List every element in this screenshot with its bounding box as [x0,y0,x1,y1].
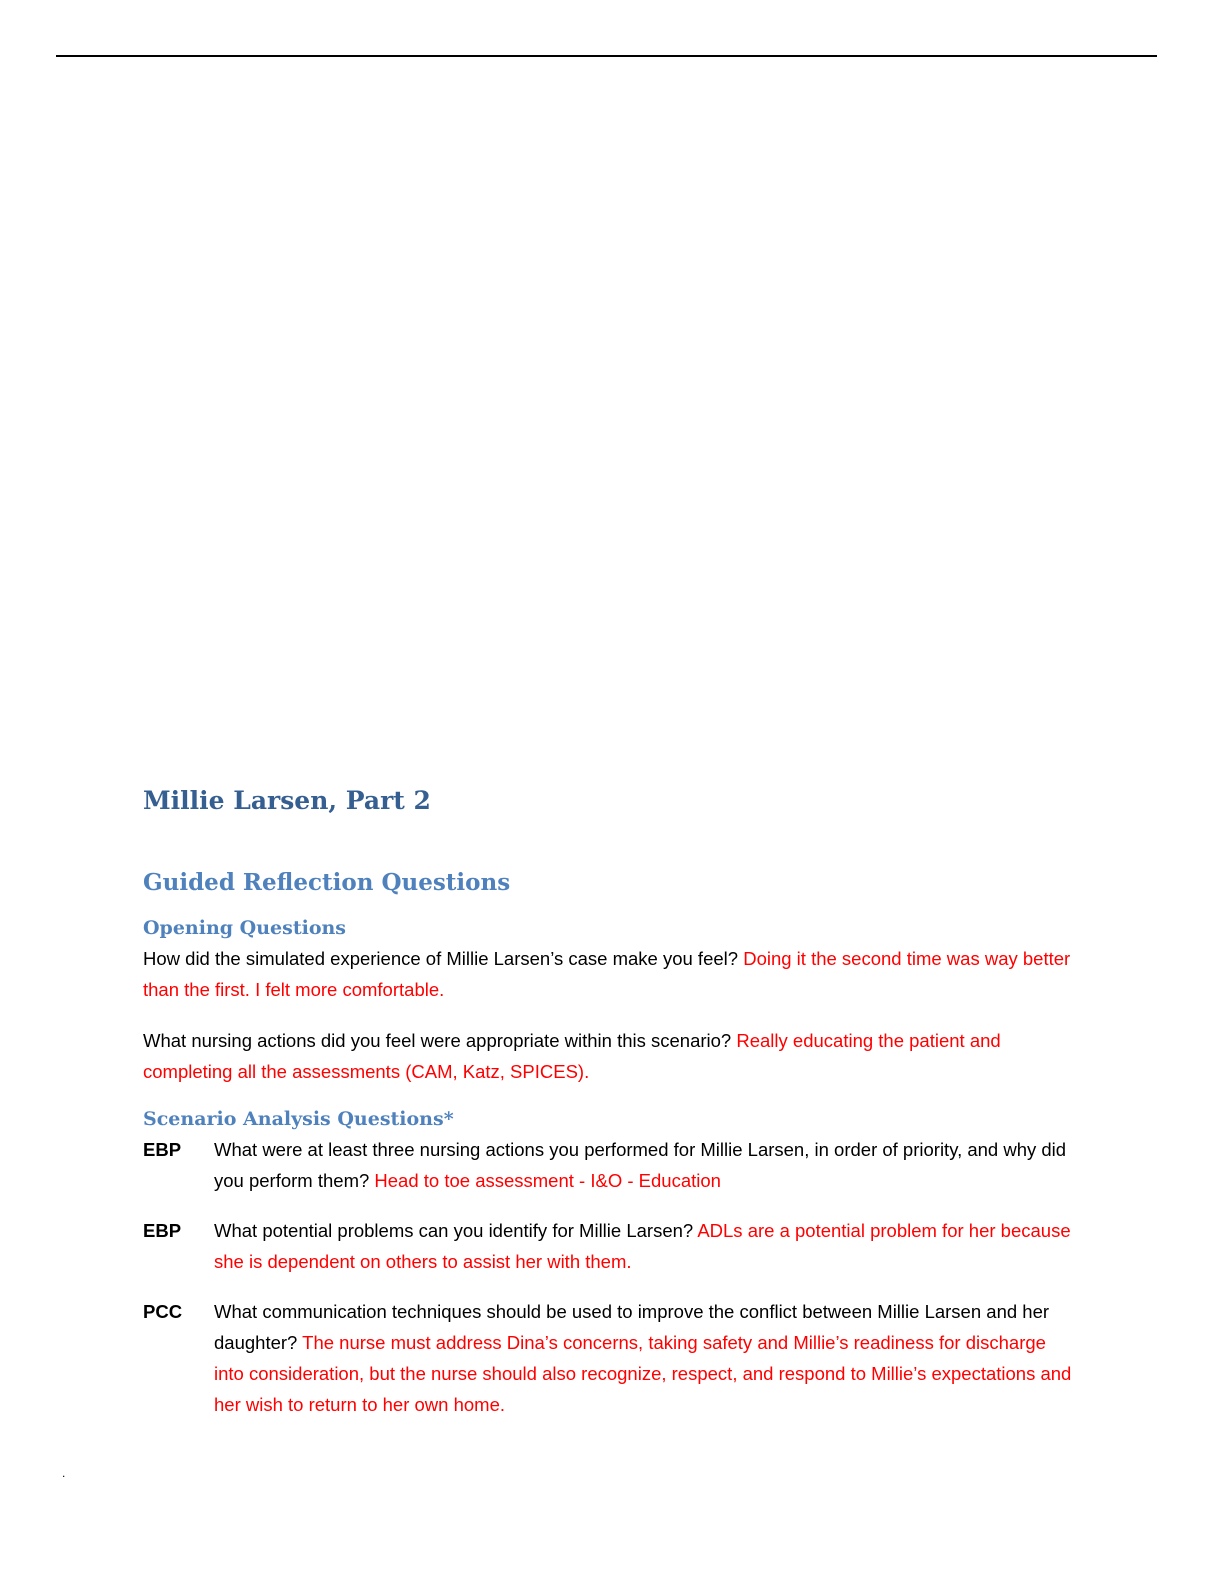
scenario-question-3: PCC What communication techniques should… [143,1296,1073,1420]
answer-text: Doing it the second time was way better … [143,948,1071,1000]
question-text: What were at least three nursing actions… [214,1139,1067,1191]
scenario-questions-heading: Scenario Analysis Questions* [143,1108,454,1130]
question-text: What communication techniques should be … [214,1301,1050,1353]
question-body: What were at least three nursing actions… [214,1134,1073,1196]
scenario-question-1: EBP What were at least three nursing act… [143,1134,1073,1196]
scenario-question-2: EBP What potential problems can you iden… [143,1215,1073,1277]
question-body: What potential problems can you identify… [214,1215,1073,1277]
header-rule [56,55,1157,57]
document-body: Millie Larsen, Part 2 Guided Reflection … [143,780,1073,1420]
section-heading: Guided Reflection Questions [143,869,511,896]
answer-text: ADLs are a potential problem for her bec… [214,1220,1071,1272]
opening-question-2: What nursing actions did you feel were a… [143,1025,1073,1087]
question-text: What nursing actions did you feel were a… [143,1030,732,1051]
question-text: What potential problems can you identify… [214,1220,694,1241]
opening-question-1: How did the simulated experience of Mill… [143,943,1073,1005]
question-tag: EBP [143,1220,182,1241]
question-tag: PCC [143,1301,183,1322]
opening-questions-heading: Opening Questions [143,917,346,939]
question-tag: EBP [143,1139,182,1160]
document-title: Millie Larsen, Part 2 [143,786,431,815]
footer-mark: . [62,1466,66,1480]
question-body: What communication techniques should be … [214,1296,1073,1420]
answer-text: The nurse must address Dina’s concerns, … [214,1332,1072,1415]
answer-text: Really educating the patient and complet… [143,1030,1001,1082]
question-text: How did the simulated experience of Mill… [143,948,739,969]
answer-text: Head to toe assessment - I&O - Education [374,1170,721,1191]
